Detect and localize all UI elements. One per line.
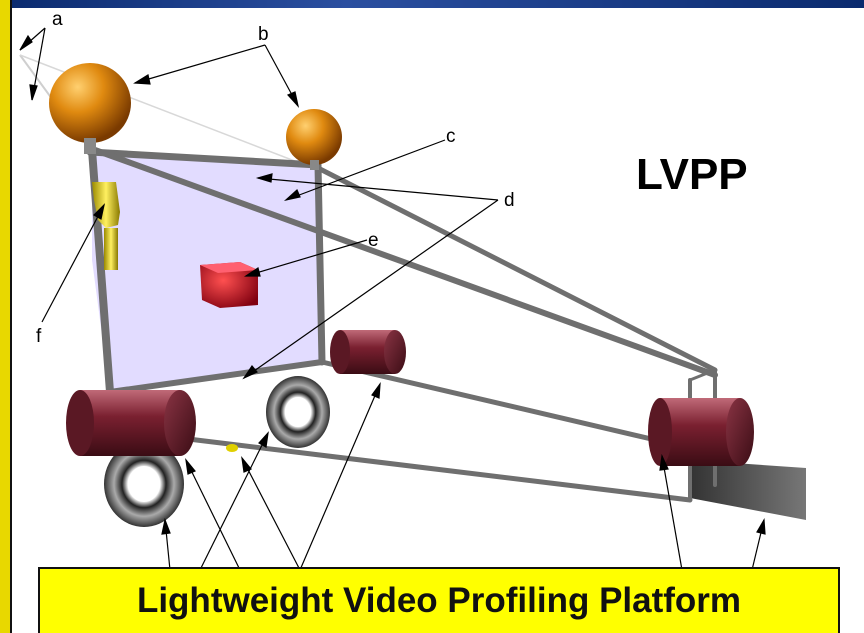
cube-top [200, 262, 258, 273]
camera-lens [104, 228, 118, 270]
left-yellow-border [0, 0, 12, 633]
front-cylinder [66, 390, 196, 456]
small-sphere [286, 109, 342, 165]
top-window-strip [0, 0, 864, 8]
label-c: c [446, 126, 456, 147]
rear-plate [690, 460, 806, 520]
label-e: e [368, 230, 379, 251]
sphere-post [84, 138, 96, 154]
label-d: d [504, 190, 515, 211]
banner-title: Lightweight Video Profiling Platform [136, 581, 742, 620]
label-f: f [36, 326, 42, 347]
small-marker [226, 444, 238, 452]
sphere-post [310, 160, 319, 170]
title-banner: Lightweight Video Profiling Platform [38, 567, 840, 633]
platform-acronym: LVPP [636, 150, 748, 199]
wheel-hub [285, 397, 311, 427]
rear-cylinder [648, 398, 754, 466]
annotation-arrows [19, 27, 766, 571]
wheel-hub [128, 466, 160, 502]
top-cylinder [330, 330, 406, 374]
large-sphere [49, 63, 131, 143]
label-a: a [52, 9, 63, 30]
red-cube [200, 262, 258, 308]
label-b: b [258, 24, 269, 45]
